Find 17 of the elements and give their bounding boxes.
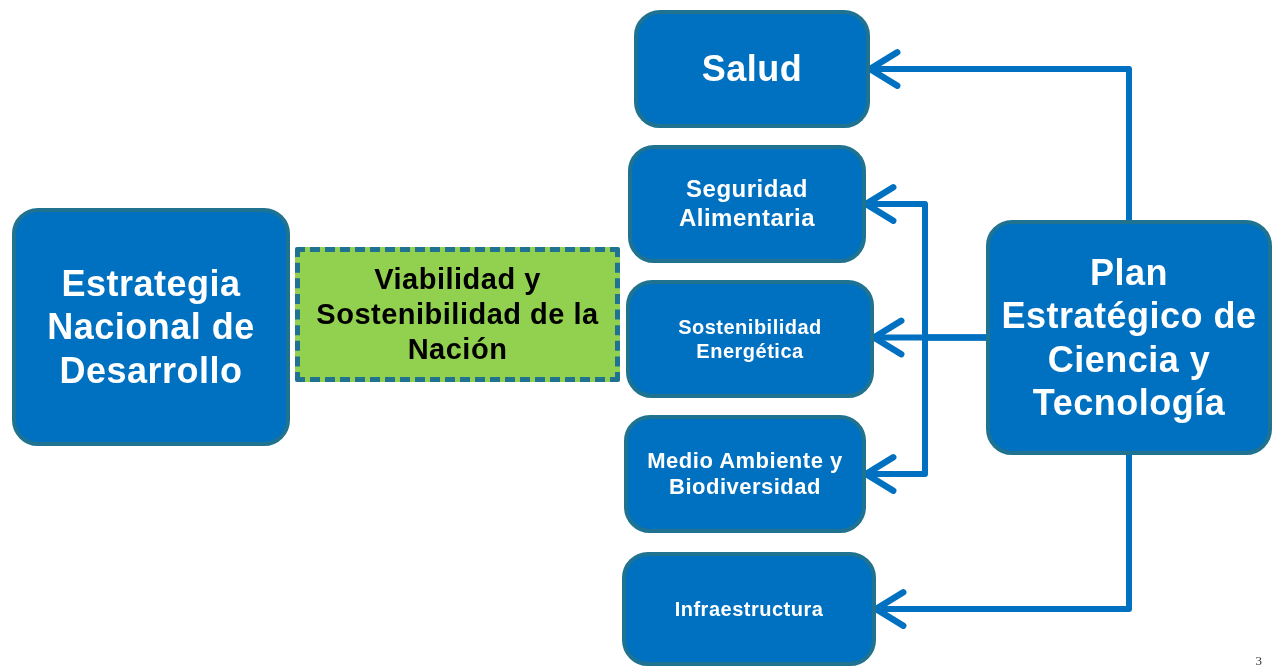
rounded-box xyxy=(12,208,290,446)
box-label: Medio Ambiente y Biodiversidad xyxy=(646,447,844,501)
box-label: Estrategia Nacional de Desarrollo xyxy=(46,262,256,392)
rounded-box xyxy=(628,145,866,263)
box-label: Plan Estratégico de Ciencia y Tecnología xyxy=(1000,251,1258,424)
box-label: Seguridad Alimentaria xyxy=(677,175,817,233)
box-label: Viabilidad y Sostenibilidad de la Nación xyxy=(315,262,600,367)
page-number: 3 xyxy=(1255,653,1262,669)
dashed-box xyxy=(295,247,620,382)
rounded-box xyxy=(626,280,874,398)
rounded-box xyxy=(622,552,876,666)
box-label: Salud xyxy=(701,47,803,91)
rounded-box xyxy=(624,415,866,533)
rounded-box xyxy=(986,220,1272,455)
box-label: Infraestructura xyxy=(674,597,824,621)
box-label: Sostenibilidad Energética xyxy=(677,315,823,363)
rounded-box xyxy=(634,10,870,128)
